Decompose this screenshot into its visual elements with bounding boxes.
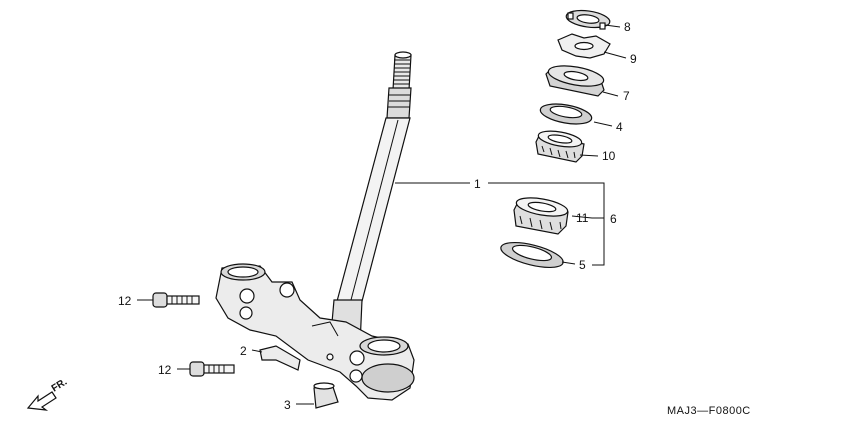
callout-10: 10 xyxy=(602,149,616,163)
diagram-code: MAJ3—F0800C xyxy=(667,405,751,417)
callout-1: 1 xyxy=(474,177,481,191)
callout-2: 2 xyxy=(240,344,247,358)
front-label: FR. xyxy=(50,377,70,395)
bottom-bridge xyxy=(215,263,415,401)
lock-nut xyxy=(565,9,611,30)
callout-12-upper: 12 xyxy=(118,294,132,308)
callout-5: 5 xyxy=(579,258,586,272)
lock-washer xyxy=(557,33,611,59)
bolt-lower xyxy=(189,361,235,377)
callout-11: 11 xyxy=(576,211,589,225)
stem-cap xyxy=(313,382,339,409)
callout-9: 9 xyxy=(630,52,637,66)
adjusting-nut xyxy=(545,65,605,97)
callout-3: 3 xyxy=(284,398,291,412)
leader-lines xyxy=(137,24,627,405)
callout-4: 4 xyxy=(616,120,623,134)
bolt-upper xyxy=(152,292,200,308)
callout-12-lower: 12 xyxy=(158,363,172,377)
lower-bearing xyxy=(513,197,569,235)
callouts: 8 9 7 4 10 1 11 6 5 12 2 12 3 xyxy=(118,20,637,412)
callout-8: 8 xyxy=(624,20,631,34)
dust-seal xyxy=(539,103,593,125)
cable-clip xyxy=(259,345,301,371)
lower-dust-seal xyxy=(500,241,564,269)
callout-7: 7 xyxy=(623,89,630,103)
front-direction-arrow: FR. xyxy=(26,377,70,411)
upper-bearing xyxy=(535,130,585,163)
callout-6: 6 xyxy=(610,212,617,226)
steering-stem xyxy=(329,51,412,346)
